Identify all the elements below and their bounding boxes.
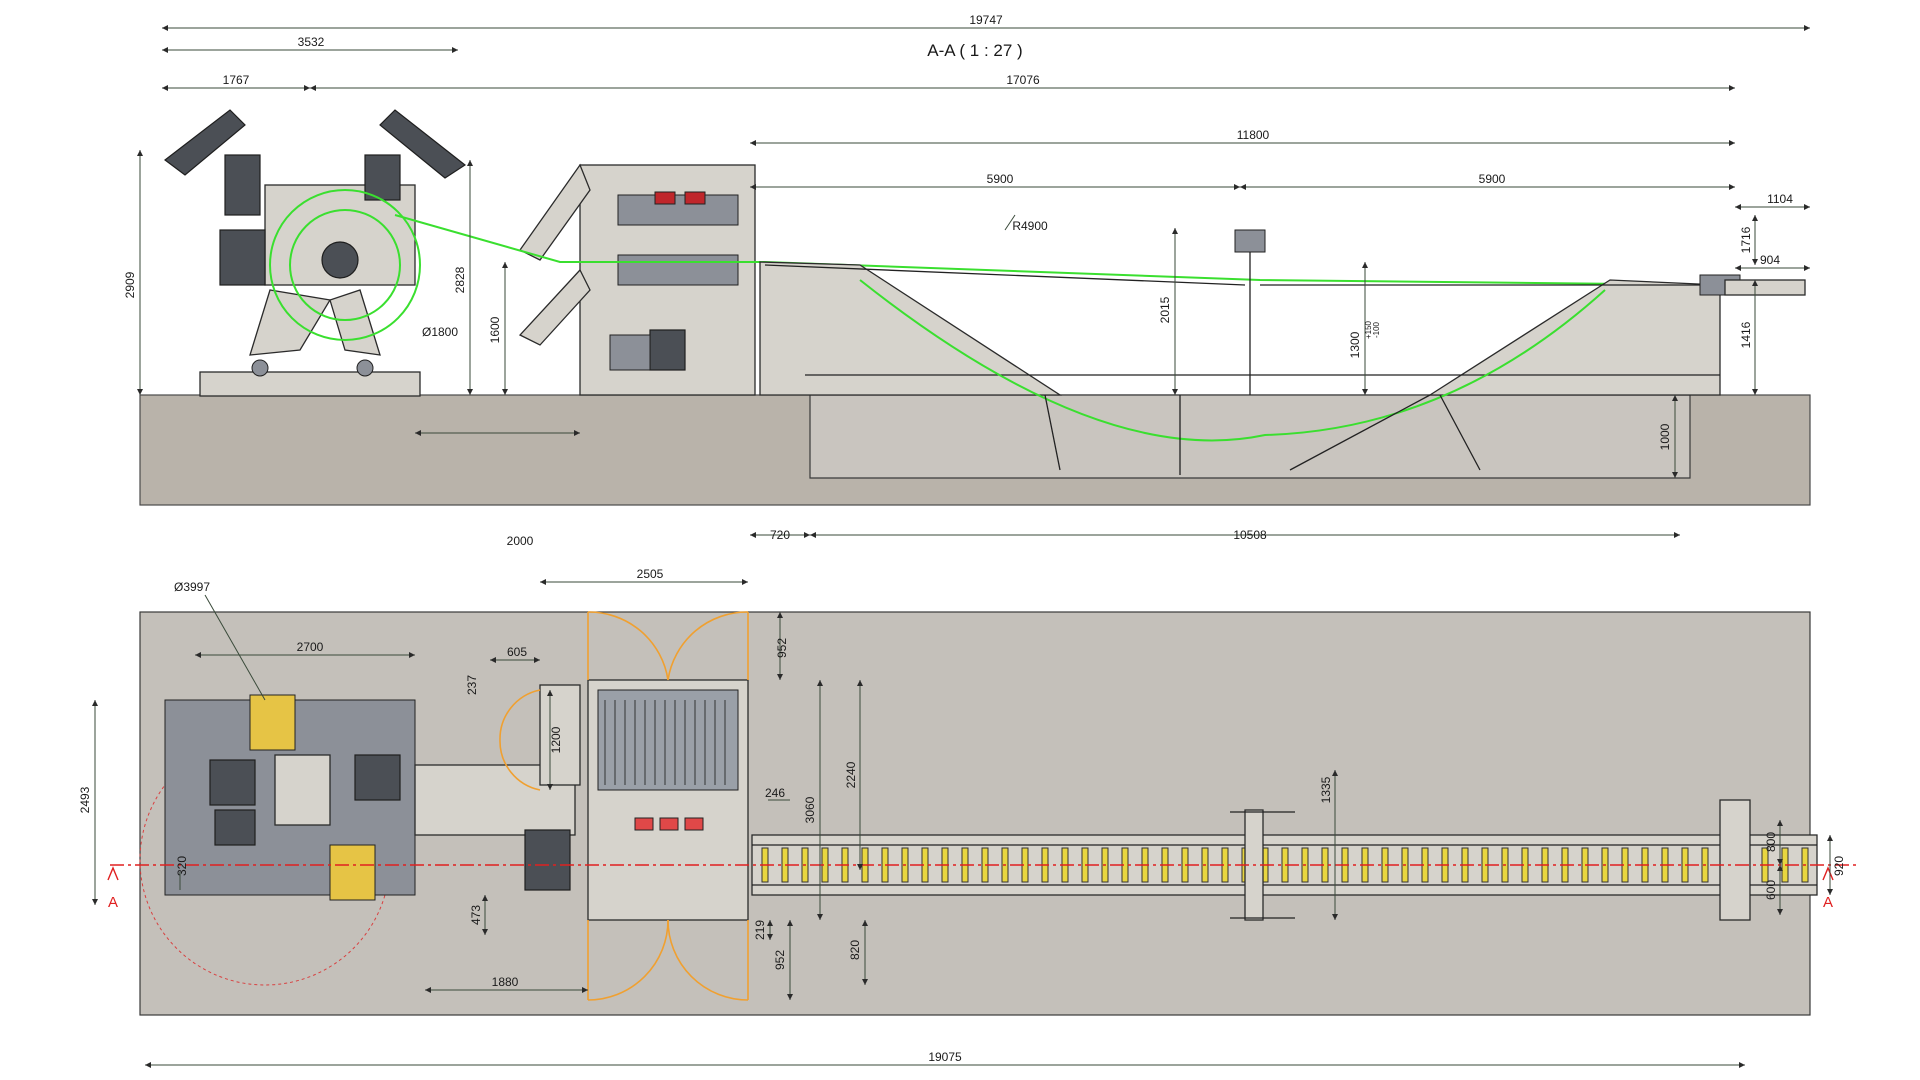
uncoiler [164,109,467,397]
dim-lower-gap: 820 [848,940,862,960]
dim-exit-table: 904 [1760,253,1780,267]
dim-exit-length: 1104 [1767,192,1793,206]
main-machine-plan [587,679,749,921]
dim-guard-offset: 237 [465,675,479,695]
dim-side-gap: 219 [753,920,767,940]
drive-unit [524,829,571,891]
dim-exit-height: 1716 [1739,226,1753,253]
dim-pit-floor-length: 10508 [1233,528,1267,542]
strip-loop [859,279,1606,442]
dim-pit-offset: 720 [770,528,790,542]
dim-axis-offset: 320 [175,856,189,876]
dim-feeder-height: 2828 [453,266,467,293]
dim-pit-half-left: 5900 [987,172,1014,186]
dim-machine-depth: 2240 [844,761,858,788]
section-marker-left: A [108,894,118,911]
dim-guide-length: 1200 [549,726,563,753]
dim-pit-half-right: 5900 [1479,172,1506,186]
dim-exit-width-top: 800 [1764,832,1778,852]
dim-pit-depth: 1000 [1658,423,1672,450]
section-arrow-left [107,866,119,881]
dim-door-depth-top: 952 [775,638,789,658]
plan-dimension-lines [92,579,1833,1068]
dim-uncoiler-width: 3532 [298,35,325,49]
dim-exit-width: 920 [1832,856,1846,876]
dim-loop-depth: 1300 [1348,331,1362,358]
dim-exit-width-bottom: 600 [1764,880,1778,900]
coil-outline [289,209,401,321]
dim-exit-pass-line: 1416 [1739,321,1753,348]
dim-uncoiler-length: 2700 [297,640,324,654]
dim-cabinet-width: 2505 [637,567,664,581]
coil-outline-outer [269,189,421,341]
dim-swing-diameter: Ø3997 [174,580,210,594]
dim-door-depth-bottom: 952 [773,950,787,970]
dim-coil-diameter: Ø1800 [422,325,458,339]
feeder-straightener [518,163,756,396]
dim-base-offset: 473 [469,905,483,925]
section-title: A-A ( 1 : 27 ) [927,41,1022,60]
dim-pass-line: 1600 [488,316,502,343]
dim-uncoiler-height: 2909 [123,271,137,298]
plan-view: A A Ø3997 [78,567,1860,1068]
dim-feeder-gap: 1880 [492,975,519,989]
dim-gap: 246 [765,786,785,800]
dim-pit-length: 11800 [1237,128,1270,142]
loop-pit-tables [759,229,1806,475]
dim-machine-total: 3060 [803,796,817,823]
dim-loop-tolerance-plus: +150 [1364,320,1373,339]
dim-stand-width: 1335 [1319,776,1333,803]
dim-overall-length: 19747 [969,13,1003,27]
dim-radius: R4900 [1012,219,1048,233]
elevation-dimension-lines [137,25,1810,538]
dim-line-length: 17076 [1006,73,1040,87]
dim-support-height: 2015 [1158,296,1172,323]
pit [809,394,1691,479]
dim-guard-width: 605 [507,645,527,659]
dim-uncoiler-offset: 1767 [223,73,250,87]
section-marker-right: A [1823,894,1833,911]
dim-uncoiler-depth: 2493 [78,786,92,813]
dim-loop-tolerance-minus: -100 [1372,321,1381,338]
elevation-view: A-A ( 1 : 27 ) 19747 3532 1767 17076 118… [123,13,1811,548]
door-swings [499,611,749,1001]
guide-block [539,684,581,786]
uncoiler-plan [164,694,416,901]
dim-feeder-distance: 2000 [507,534,534,548]
dim-plan-overall-length: 19075 [928,1050,962,1064]
